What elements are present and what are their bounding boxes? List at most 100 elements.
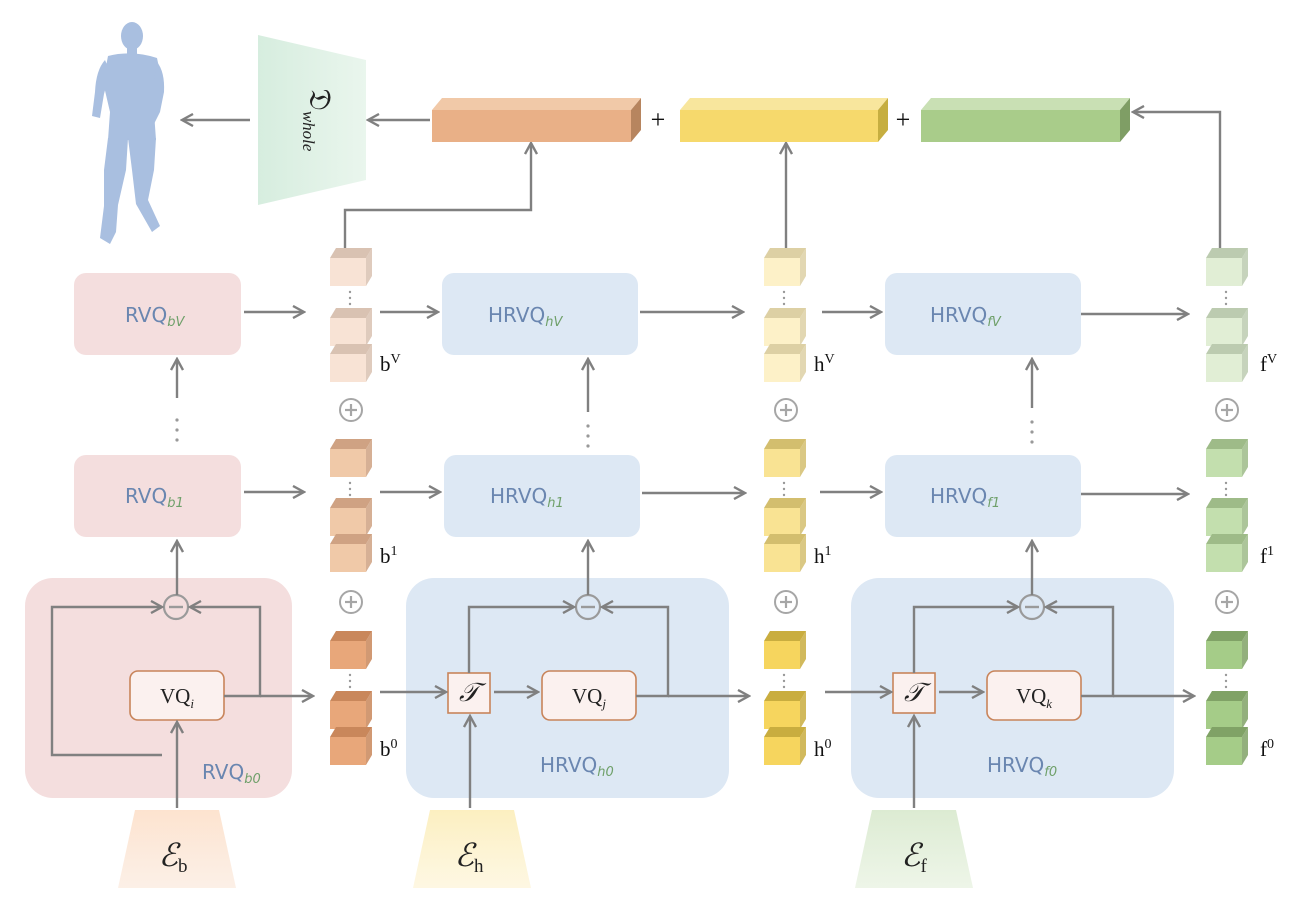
feature-bar-body xyxy=(432,98,641,142)
hrvq-f0-label: HRVQf0 xyxy=(987,753,1057,780)
code-label-b1: b1 xyxy=(380,544,398,568)
stack-dot-f1-0 xyxy=(1224,481,1228,485)
code-label-h0: h0 xyxy=(814,737,832,761)
stack-dot-fV-0 xyxy=(1224,290,1228,294)
token-cube-b1-1 xyxy=(330,498,372,536)
rvq-b0-label: RVQb0 xyxy=(202,760,261,787)
stack-dot-bV-0 xyxy=(348,290,352,294)
rvq-bV-label: RVQbV xyxy=(125,303,185,330)
encoder-foot-label: ℰf xyxy=(901,837,927,877)
transform-h-box xyxy=(447,672,491,714)
token-cube-h1-0 xyxy=(764,439,806,477)
rvq-bV-box xyxy=(74,273,241,355)
decoder-whole-label: 𝔇whole xyxy=(299,89,336,152)
plus-circles xyxy=(339,398,1239,614)
stack-dot-f1-1 xyxy=(1224,487,1228,491)
stack-dot-b1-0 xyxy=(348,481,352,485)
stack-dot-hV-2 xyxy=(782,302,786,306)
token-cube-hV-2 xyxy=(764,344,806,382)
plus-sign-2: + xyxy=(896,105,911,134)
stack-dot-fV-2 xyxy=(1224,302,1228,306)
token-cube-b0-1 xyxy=(330,691,372,729)
feature-bar-hand xyxy=(680,98,888,142)
token-cube-bV-0 xyxy=(330,248,372,286)
token-cube-f0-2 xyxy=(1206,727,1248,765)
code-label-hV: hV xyxy=(814,352,835,376)
hrvq-hV-label: HRVQhV xyxy=(488,303,564,330)
stack-dot-b0-2 xyxy=(348,685,352,689)
stack-dot-h0-0 xyxy=(782,673,786,677)
ellipsis-dots xyxy=(175,418,1034,448)
token-cube-h0-2 xyxy=(764,727,806,765)
token-cube-h1-1 xyxy=(764,498,806,536)
encoder-hand-label: ℰh xyxy=(455,837,484,877)
hrvq-fV-box xyxy=(885,273,1081,355)
stack-dot-f0-0 xyxy=(1224,673,1228,677)
human-mesh-figure xyxy=(92,22,165,244)
plus-sign-1: + xyxy=(651,105,666,134)
stack-dot-h1-1 xyxy=(782,487,786,491)
token-cube-f1-1 xyxy=(1206,498,1248,536)
hrvq-f1-label: HRVQf1 xyxy=(930,484,1000,511)
code-label-f1: f1 xyxy=(1260,544,1274,568)
code-label-h1: h1 xyxy=(814,544,832,568)
decoder-whole-shape xyxy=(258,35,366,205)
token-cube-hV-1 xyxy=(764,308,806,346)
token-cube-h0-0 xyxy=(764,631,806,669)
code-label-fV: fV xyxy=(1260,352,1277,376)
vq-k-label: VQk xyxy=(1016,684,1052,711)
stack-dot-hV-0 xyxy=(782,290,786,294)
token-cube-hV-0 xyxy=(764,248,806,286)
token-cube-b1-0 xyxy=(330,439,372,477)
code-label-f0: f0 xyxy=(1260,737,1274,761)
token-cube-b1-2 xyxy=(330,534,372,572)
token-cube-bV-2 xyxy=(330,344,372,382)
vq-i-label: VQi xyxy=(160,684,194,711)
hrvq-f1-box xyxy=(885,455,1081,537)
stack-dot-f0-2 xyxy=(1224,685,1228,689)
stack-dot-h0-1 xyxy=(782,679,786,683)
feature-bar-foot xyxy=(921,98,1130,142)
hrvq-h1-box xyxy=(444,455,640,537)
stack-dot-fV-1 xyxy=(1224,296,1228,300)
encoder-body-label: ℰb xyxy=(159,837,188,877)
stack-dot-b1-2 xyxy=(348,493,352,497)
minus-circle-b xyxy=(162,593,190,621)
stack-dot-bV-1 xyxy=(348,296,352,300)
minus-circle-f xyxy=(1018,593,1046,621)
stack-dot-h1-2 xyxy=(782,493,786,497)
token-cube-fV-2 xyxy=(1206,344,1248,382)
token-cube-f0-1 xyxy=(1206,691,1248,729)
vq-j-label: VQj xyxy=(572,684,606,711)
arrows xyxy=(50,112,1222,808)
hrvq-hV-box xyxy=(442,273,638,355)
encoder-foot-shape xyxy=(855,810,973,888)
encoder-body-shape xyxy=(118,810,236,888)
code-label-b0: b0 xyxy=(380,737,398,761)
stack-dot-bV-2 xyxy=(348,302,352,306)
stack-dot-h0-2 xyxy=(782,685,786,689)
token-cube-f1-0 xyxy=(1206,439,1248,477)
token-cube-bV-1 xyxy=(330,308,372,346)
stack-dot-f1-2 xyxy=(1224,493,1228,497)
token-cube-b0-2 xyxy=(330,727,372,765)
hrvq-h1-label: HRVQh1 xyxy=(490,484,564,511)
stack-dot-h1-0 xyxy=(782,481,786,485)
encoder-hand-shape xyxy=(413,810,531,888)
stack-dot-hV-1 xyxy=(782,296,786,300)
stack-dot-b0-1 xyxy=(348,679,352,683)
minus-circle-h xyxy=(574,593,602,621)
token-cube-fV-0 xyxy=(1206,248,1248,286)
stack-dot-f0-1 xyxy=(1224,679,1228,683)
token-cube-b0-0 xyxy=(330,631,372,669)
transform-f-box xyxy=(892,672,936,714)
stack-dot-b0-0 xyxy=(348,673,352,677)
rvq-b1-label: RVQb1 xyxy=(125,484,184,511)
token-stacks xyxy=(330,248,1248,765)
hrvq-h0-label: HRVQh0 xyxy=(540,753,614,780)
stack-dot-b1-1 xyxy=(348,487,352,491)
token-cube-fV-1 xyxy=(1206,308,1248,346)
token-cube-h1-2 xyxy=(764,534,806,572)
